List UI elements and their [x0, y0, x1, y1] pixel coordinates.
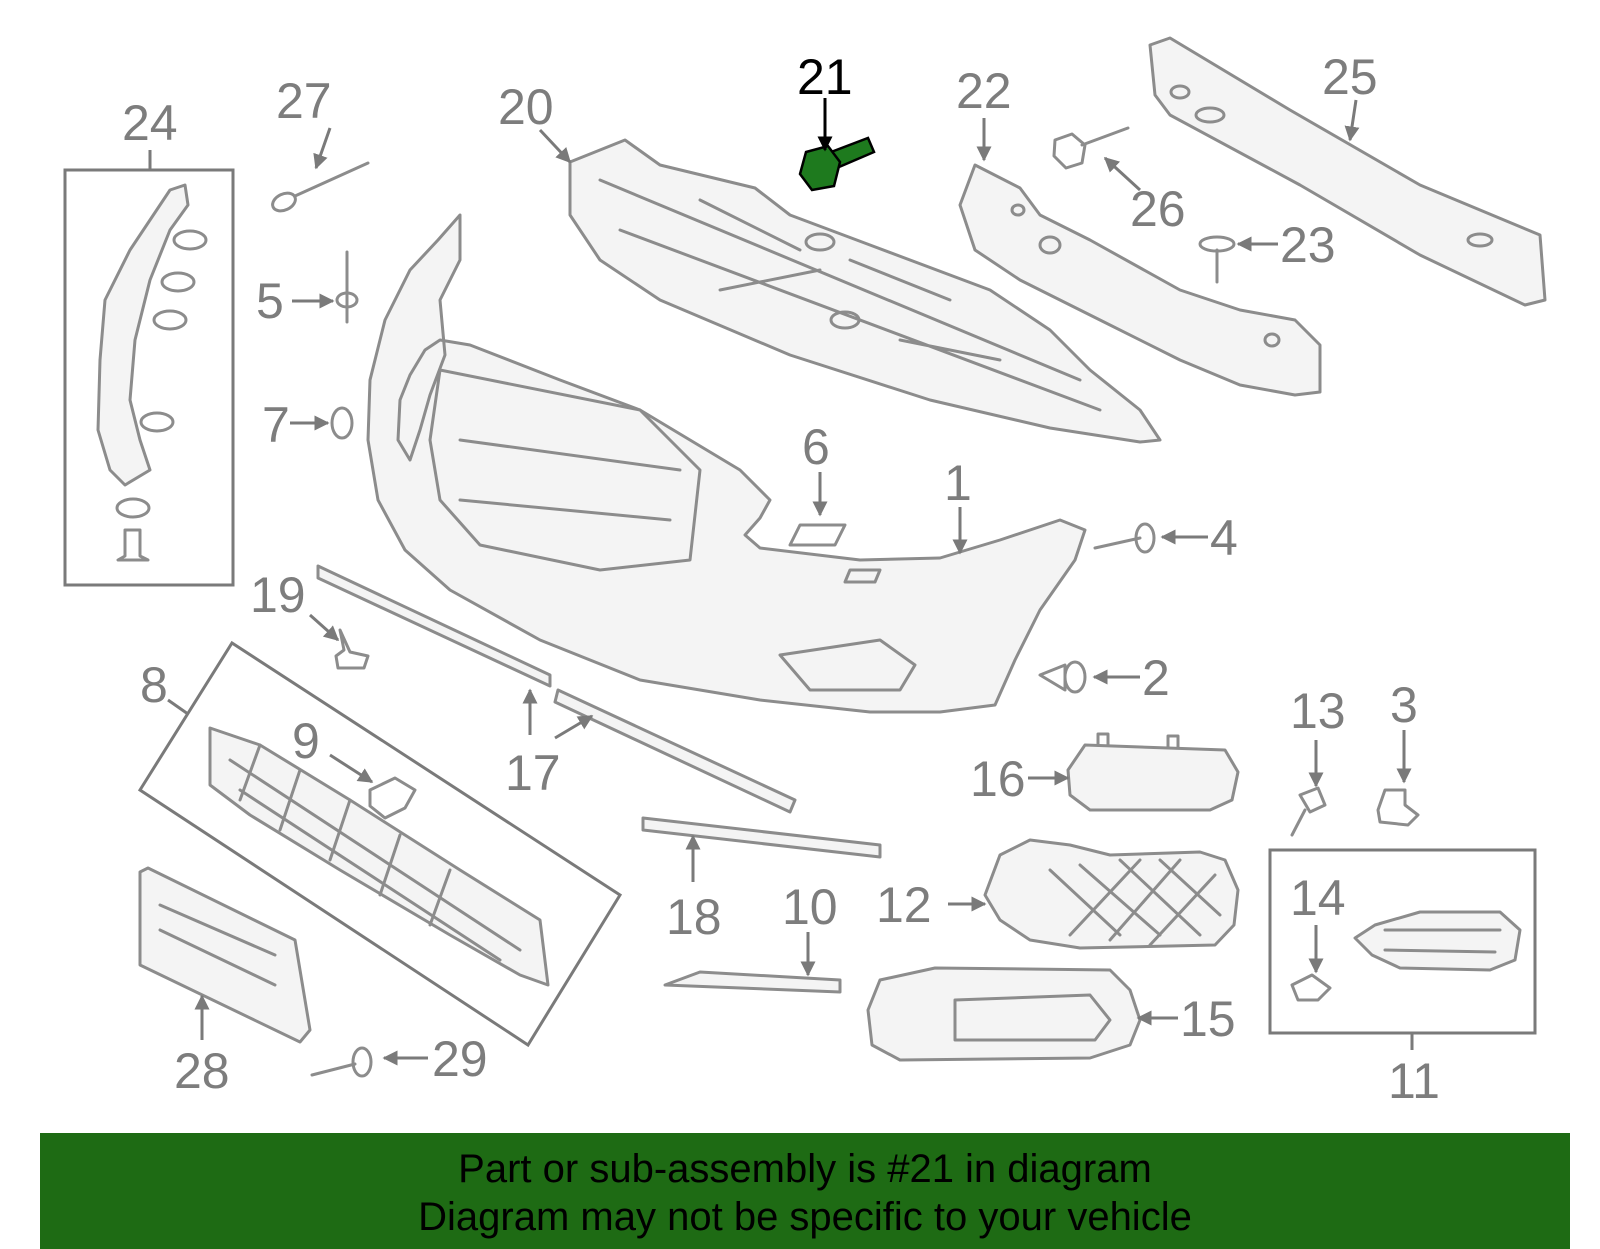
callout-1: 1	[944, 455, 972, 511]
part-16-cover	[1066, 732, 1240, 812]
callout-18: 18	[666, 889, 722, 945]
part-24-bracket	[96, 183, 208, 562]
callout-5: 5	[256, 273, 284, 329]
part-14-nut	[1290, 973, 1332, 1002]
part-3-nut	[1376, 788, 1420, 827]
part-5-clip	[335, 250, 359, 324]
callout-11: 11	[1388, 1053, 1440, 1109]
part-28-license-bracket	[138, 866, 312, 1044]
banner-line-1: Part or sub-assembly is #21 in diagram	[458, 1147, 1152, 1191]
callout-6: 6	[802, 419, 830, 475]
part-2-clip	[1038, 660, 1087, 694]
info-banner: Part or sub-assembly is #21 in diagram D…	[40, 1133, 1570, 1249]
part-27-rod	[271, 161, 370, 213]
banner-line-2: Diagram may not be specific to your vehi…	[418, 1195, 1192, 1239]
callout-16: 16	[970, 751, 1026, 807]
callout-22: 22	[956, 63, 1012, 119]
callout-26: 26	[1130, 181, 1186, 237]
callout-23: 23	[1280, 217, 1336, 273]
callout-21: 21	[797, 49, 853, 105]
callout-24: 24	[122, 95, 178, 151]
part-1-bumper-cover	[366, 213, 1087, 714]
part-18-strip	[641, 816, 882, 859]
callout-14: 14	[1290, 870, 1346, 926]
callout-4: 4	[1210, 510, 1238, 566]
part-12-fog-grille	[983, 838, 1240, 950]
part-9-nut	[368, 776, 417, 820]
callout-3: 3	[1390, 677, 1418, 733]
callout-20: 20	[498, 79, 554, 135]
callout-13: 13	[1290, 683, 1346, 739]
part-8-lower-grille	[208, 726, 550, 987]
callout-7: 7	[262, 397, 290, 453]
callout-2: 2	[1142, 650, 1170, 706]
callout-29: 29	[432, 1031, 488, 1087]
callout-28: 28	[174, 1043, 230, 1099]
callout-9: 9	[292, 713, 320, 769]
part-4-bolt	[1093, 522, 1156, 554]
part-25-beam	[1148, 36, 1547, 307]
part-11-lamp	[1353, 910, 1522, 972]
part-13-screw	[1290, 786, 1327, 837]
part-29-screw	[310, 1046, 373, 1078]
part-23-bolt	[1198, 235, 1236, 284]
part-19-clip	[334, 628, 370, 670]
part-20-shield	[568, 138, 1162, 444]
part-21-bolt	[798, 136, 876, 192]
part-17-molding	[316, 564, 797, 814]
part-22-absorber	[958, 163, 1322, 397]
part-15-bezel	[866, 966, 1142, 1062]
callout-19: 19	[250, 567, 306, 623]
callout-15: 15	[1180, 991, 1236, 1047]
callout-17: 17	[505, 745, 561, 801]
callout-8: 8	[140, 657, 168, 713]
part-7-grommet	[330, 406, 354, 440]
callout-25: 25	[1322, 49, 1378, 105]
callout-27: 27	[276, 73, 332, 129]
callout-12: 12	[876, 877, 932, 933]
part-10-strip	[663, 970, 842, 994]
callout-10: 10	[782, 879, 838, 935]
part-26-bolt	[1052, 126, 1130, 170]
